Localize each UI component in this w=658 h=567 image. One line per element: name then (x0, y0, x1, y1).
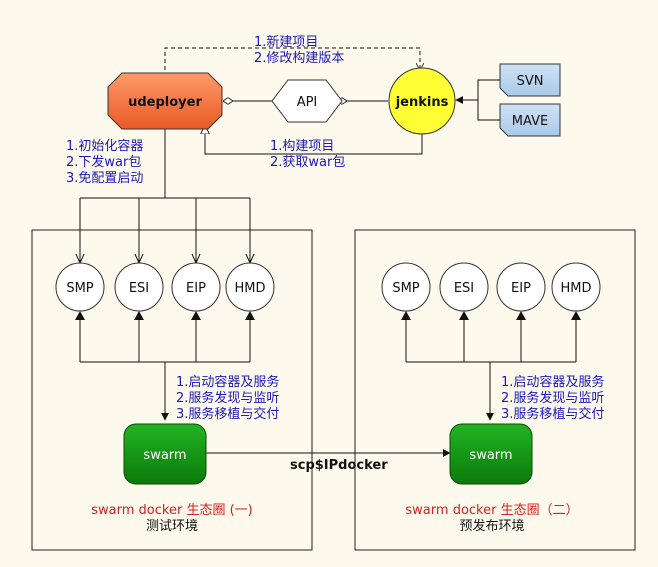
deploy-arrow-tips (75, 253, 255, 265)
api-node (271, 79, 343, 123)
mave-node (499, 103, 561, 137)
env1-smp-label: SMP (66, 281, 93, 296)
env2-esi-node (439, 262, 489, 312)
env2-subtitle: 预发布环境 (459, 518, 524, 534)
note-init-1: 1.初始化容器 (66, 138, 143, 154)
env2-smp-label: SMP (392, 281, 419, 296)
env1-hmd-node (225, 262, 275, 312)
jenkins-label: jenkins (395, 95, 449, 110)
note-start1-3: 3.服务移植与交付 (176, 406, 279, 422)
swarm1-label: swarm (143, 448, 186, 463)
swarm1-node (123, 423, 207, 485)
env2-eip-label: EIP (511, 281, 531, 296)
note-init-3: 3.免配置启动 (66, 171, 143, 186)
note-build-2: 2.获取war包 (270, 155, 345, 170)
env1-service-arrowheads (75, 311, 255, 320)
env1-smp-node (55, 262, 105, 312)
note-start1-1: 1.启动容器及服务 (176, 374, 279, 390)
note-start1-2: 2.服务发现与监听 (176, 390, 279, 406)
svn-node (499, 63, 561, 97)
env1-esi-node (114, 262, 164, 312)
build-return-connector (205, 126, 423, 155)
env2-hmd-label: HMD (560, 281, 591, 296)
env2-hmd-node (551, 262, 601, 312)
note-top-1: 1.新建项目 (254, 34, 318, 50)
udeployer-label: udeployer (128, 95, 202, 110)
scp-label: scp$IPdocker (290, 458, 388, 473)
env1-frame (31, 229, 313, 551)
note-init-2: 2.下发war包 (66, 154, 141, 170)
svn-label: SVN (517, 74, 544, 89)
note-build-1: 1.构建项目 (270, 139, 334, 154)
env1-hmd-label: HMD (234, 281, 265, 296)
note-top-2: 2.修改构建版本 (254, 51, 344, 66)
dashed-connector (164, 47, 420, 70)
env1-service-bus (79, 312, 251, 363)
api-label: API (297, 95, 318, 110)
env2-frame (354, 229, 636, 551)
note-start2-3: 3.服务移植与交付 (501, 406, 604, 422)
env1-title: swarm docker 生态圈 (一) (91, 503, 252, 518)
env2-smp-node (381, 262, 431, 312)
env2-title: swarm docker 生态圈（二） (405, 503, 578, 518)
env2-eip-node (496, 262, 546, 312)
swarm2-label: swarm (469, 448, 512, 463)
env2-service-bus (405, 312, 577, 363)
note-start2-1: 1.启动容器及服务 (501, 374, 604, 390)
env1-eip-node (171, 262, 221, 312)
swarm2-node (449, 423, 533, 485)
deploy-fanout (79, 197, 251, 262)
mave-label: MAVE (512, 114, 548, 129)
note-start2-2: 2.服务发现与监听 (501, 390, 604, 406)
env2-esi-label: ESI (454, 281, 474, 296)
env1-eip-label: EIP (186, 281, 206, 296)
svn-mave-bracket (477, 79, 500, 121)
env2-service-arrowheads (401, 311, 581, 320)
env1-subtitle: 测试环境 (146, 519, 198, 534)
env1-esi-label: ESI (129, 281, 149, 296)
jenkins-node (388, 67, 456, 135)
udeployer-node (107, 72, 223, 130)
